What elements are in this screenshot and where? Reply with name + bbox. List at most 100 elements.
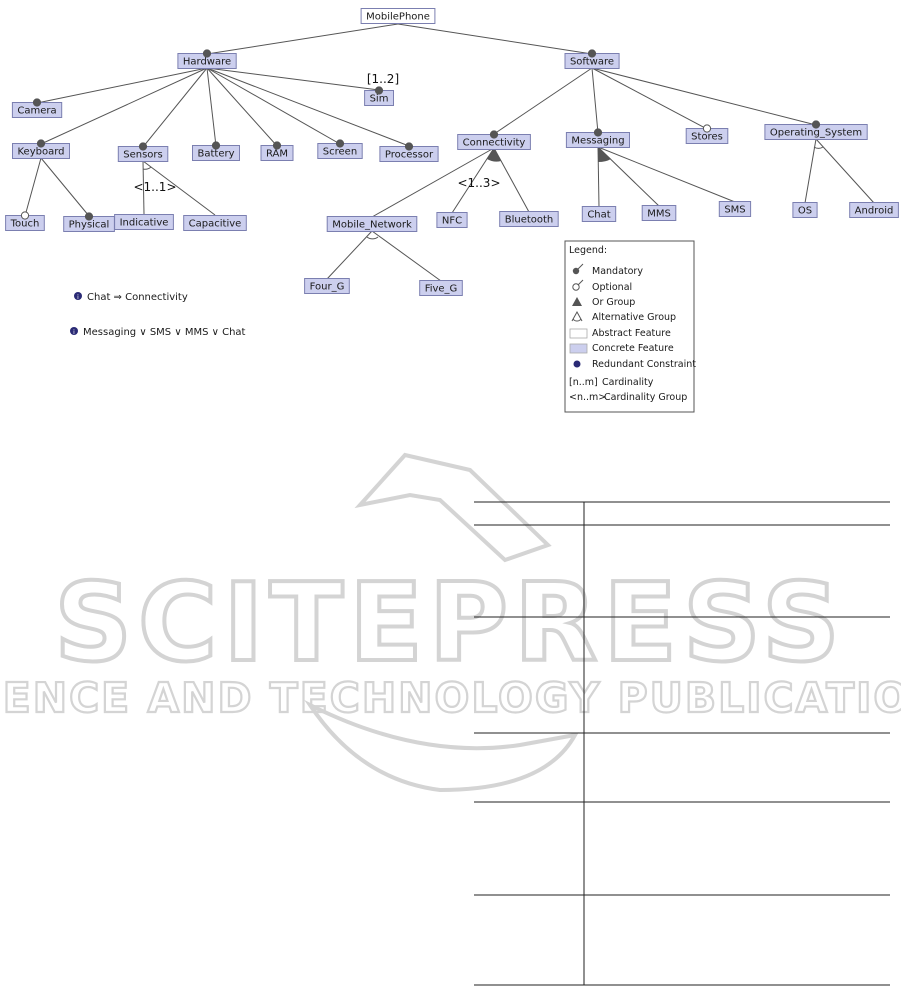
edge-mobile-network-five-g [371, 230, 442, 282]
or-group-icon [572, 297, 582, 306]
feature-box [114, 214, 174, 230]
watermark-subtitle: SCIENCE AND TECHNOLOGY PUBLICATIONS [0, 674, 901, 722]
alternative-group-arc-mobile-network [366, 236, 379, 240]
constraint-1: i Chat ⇒ Connectivity [74, 292, 188, 303]
or-group-fill-messaging [598, 147, 611, 162]
abstract-feature-swatch [569, 328, 588, 339]
feature-node-hardware[interactable]: Hardware [177, 53, 237, 69]
watermark-swoosh [354, 452, 552, 563]
feature-node-operating-system[interactable]: Operating_System [764, 124, 868, 140]
legend-cardinality-label: Cardinality [602, 377, 654, 388]
edges [24, 23, 875, 282]
feature-label: Connectivity [463, 138, 526, 149]
watermark: SCITEPRESS SCIENCE AND TECHNOLOGY PUBLIC… [0, 452, 901, 793]
feature-label: Touch [10, 219, 40, 230]
redundant-constraint-icon [573, 360, 581, 368]
feature-node-sms[interactable]: SMS [718, 201, 752, 217]
feature-box [326, 216, 418, 232]
constraint-text: Chat ⇒ Connectivity [87, 292, 188, 303]
feature-label: Five_G [425, 284, 458, 295]
legend-title: Legend: [569, 245, 607, 256]
feature-label: Indicative [120, 218, 169, 229]
feature-node-five-g[interactable]: Five_G [419, 280, 463, 296]
feature-label: Stores [691, 132, 723, 143]
constraint-icon-glyph: i [77, 294, 79, 301]
watermark-swoosh-lower [304, 699, 579, 793]
feature-label: Sim [370, 94, 389, 105]
feature-label: Android [855, 206, 894, 217]
edge-operating-system-os [804, 138, 817, 204]
feature-label: SMS [724, 205, 745, 216]
constraints: i Chat ⇒ Connectivity i Messaging ∨ SMS … [70, 292, 246, 338]
feature-node-mobile-network[interactable]: Mobile_Network [326, 216, 418, 232]
legend-item-redundant-constraint: Redundant Constraint [592, 359, 696, 370]
feature-node-capacitive[interactable]: Capacitive [183, 215, 247, 231]
feature-label: Chat [587, 210, 610, 221]
feature-label: Operating_System [770, 128, 862, 139]
edge-mobilephone-software [397, 23, 593, 55]
feature-box [849, 202, 899, 218]
mandatory-marker-icon [36, 139, 46, 148]
feature-node-os[interactable]: OS [792, 202, 818, 218]
mandatory-marker-icon [593, 128, 603, 137]
feature-label: Software [570, 57, 614, 68]
feature-box [581, 206, 617, 222]
cardinality-sim: [1..2] [367, 72, 399, 86]
edge-keyboard-physical [40, 157, 90, 217]
feature-node-nfc[interactable]: NFC [436, 212, 468, 228]
feature-node-chat[interactable]: Chat [581, 206, 617, 222]
feature-node-indicative[interactable]: Indicative [114, 214, 174, 230]
feature-label: Camera [17, 106, 56, 117]
feature-node-mms[interactable]: MMS [641, 205, 677, 221]
feature-node-stores[interactable]: Stores [685, 128, 729, 144]
feature-box [183, 215, 247, 231]
feature-node-four-g[interactable]: Four_G [304, 278, 350, 294]
or-group-fill-connectivity [487, 148, 501, 162]
alternative-group-icon [571, 310, 583, 322]
feature-node-mobilephone[interactable]: MobilePhone [360, 8, 436, 24]
feature-box [304, 278, 350, 294]
watermark-title: SCITEPRESS [54, 561, 845, 686]
edge-software-connectivity [493, 67, 593, 135]
legend-frame [564, 240, 695, 413]
legend-item-optional: Optional [592, 282, 632, 293]
legend-cardinality-group-notation: <n..m> [569, 392, 606, 403]
feature-label: Capacitive [189, 219, 242, 230]
feature-label: Physical [69, 220, 110, 231]
feature-label: OS [798, 206, 812, 217]
feature-label: Processor [385, 150, 434, 161]
edge-connectivity-bluetooth [493, 147, 530, 213]
legend-item-mandatory: Mandatory [592, 266, 643, 277]
constraint-text: Messaging ∨ SMS ∨ MMS ∨ Chat [83, 327, 246, 338]
edge-connectivity-nfc [451, 147, 495, 214]
edge-operating-system-android [815, 138, 875, 204]
edge-connectivity-mobile-network [371, 147, 495, 218]
edge-software-messaging [591, 67, 599, 134]
feature-label: Bluetooth [505, 215, 554, 226]
feature-label: NFC [442, 216, 462, 227]
feature-label: MobilePhone [366, 12, 430, 23]
feature-label: Messaging [571, 136, 624, 147]
edge-messaging-sms [597, 146, 736, 203]
edge-hardware-camera [36, 67, 208, 104]
edge-hardware-keyboard [40, 67, 208, 145]
feature-box [436, 212, 468, 228]
constraint-icon [70, 327, 78, 335]
edge-hardware-sim [206, 67, 380, 91]
edge-software-operating-system [591, 67, 817, 126]
constraint-icon [74, 292, 82, 300]
feature-node-android[interactable]: Android [849, 202, 899, 218]
optional-icon [572, 283, 580, 291]
table [474, 501, 890, 986]
constraint-2: i Messaging ∨ SMS ∨ MMS ∨ Chat [70, 327, 246, 338]
edge-software-stores [591, 67, 708, 130]
alternative-group-icon-arc [572, 318, 582, 322]
feature-label: Screen [323, 147, 357, 158]
feature-node-bluetooth[interactable]: Bluetooth [499, 211, 559, 227]
optional-marker-icon [20, 211, 30, 220]
edge-sensors-indicative [142, 160, 145, 215]
feature-node-keyboard[interactable]: Keyboard [12, 143, 70, 159]
feature-label: Battery [197, 149, 234, 160]
mandatory-marker-icon [335, 139, 345, 148]
mandatory-marker-icon [138, 142, 148, 151]
